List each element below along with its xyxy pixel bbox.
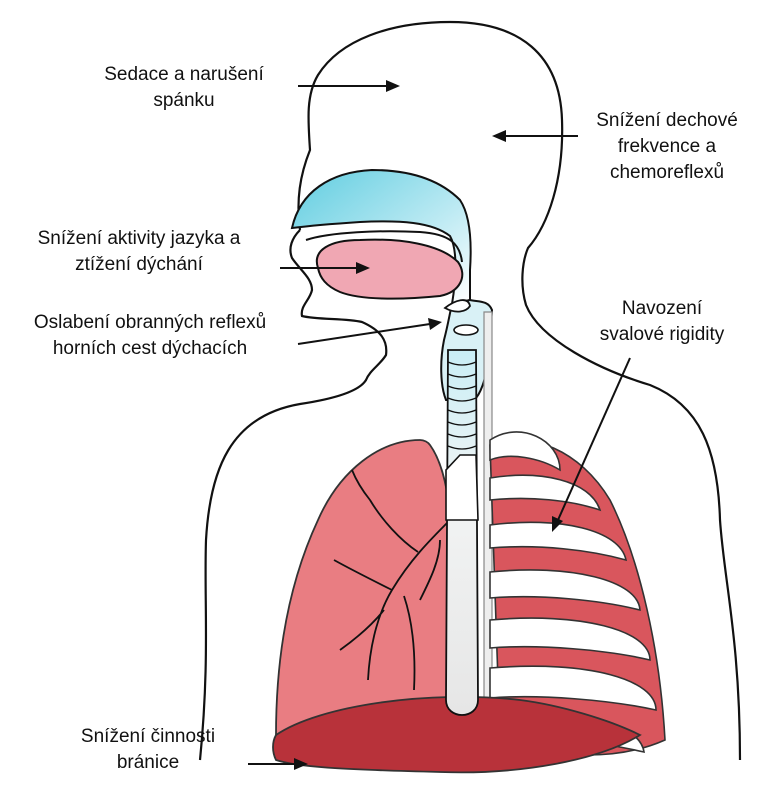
label-muscle-rigidity: Navození svalové rigidity	[582, 296, 742, 348]
label-tongue-line1: Snížení aktivity jazyka a	[8, 226, 270, 252]
label-respiratory-rate: Snížení dechové frekvence a chemoreflexů	[584, 108, 750, 186]
label-diaphragm-line1: Snížení činnosti	[58, 724, 238, 750]
esophagus	[484, 312, 492, 720]
arrow-airway-reflexes	[298, 318, 442, 344]
label-tongue: Snížení aktivity jazyka a ztížení dýchán…	[8, 226, 270, 278]
label-muscle-rigidity-line2: svalové rigidity	[582, 322, 742, 348]
larynx	[454, 325, 478, 335]
label-diaphragm-line2: bránice	[58, 750, 238, 776]
label-diaphragm: Snížení činnosti bránice	[58, 724, 238, 776]
label-airway-reflexes-line1: Oslabení obranných reflexů	[4, 310, 296, 336]
label-respiratory-rate-line1: Snížení dechové	[584, 108, 750, 134]
label-tongue-line2: ztížení dýchání	[8, 252, 270, 278]
trachea	[446, 350, 478, 715]
label-sedation-line1: Sedace a narušení	[86, 62, 282, 88]
label-sedation-line2: spánku	[86, 88, 282, 114]
tongue	[317, 240, 462, 299]
label-respiratory-rate-line3: chemoreflexů	[584, 160, 750, 186]
label-sedation: Sedace a narušení spánku	[86, 62, 282, 114]
arrow-respiratory-rate	[492, 130, 578, 142]
label-respiratory-rate-line2: frekvence a	[584, 134, 750, 160]
arrow-sedation	[298, 80, 400, 92]
label-airway-reflexes-line2: horních cest dýchacích	[4, 336, 296, 362]
label-airway-reflexes: Oslabení obranných reflexů horních cest …	[4, 310, 296, 362]
label-muscle-rigidity-line1: Navození	[582, 296, 742, 322]
epiglottis	[445, 300, 470, 312]
